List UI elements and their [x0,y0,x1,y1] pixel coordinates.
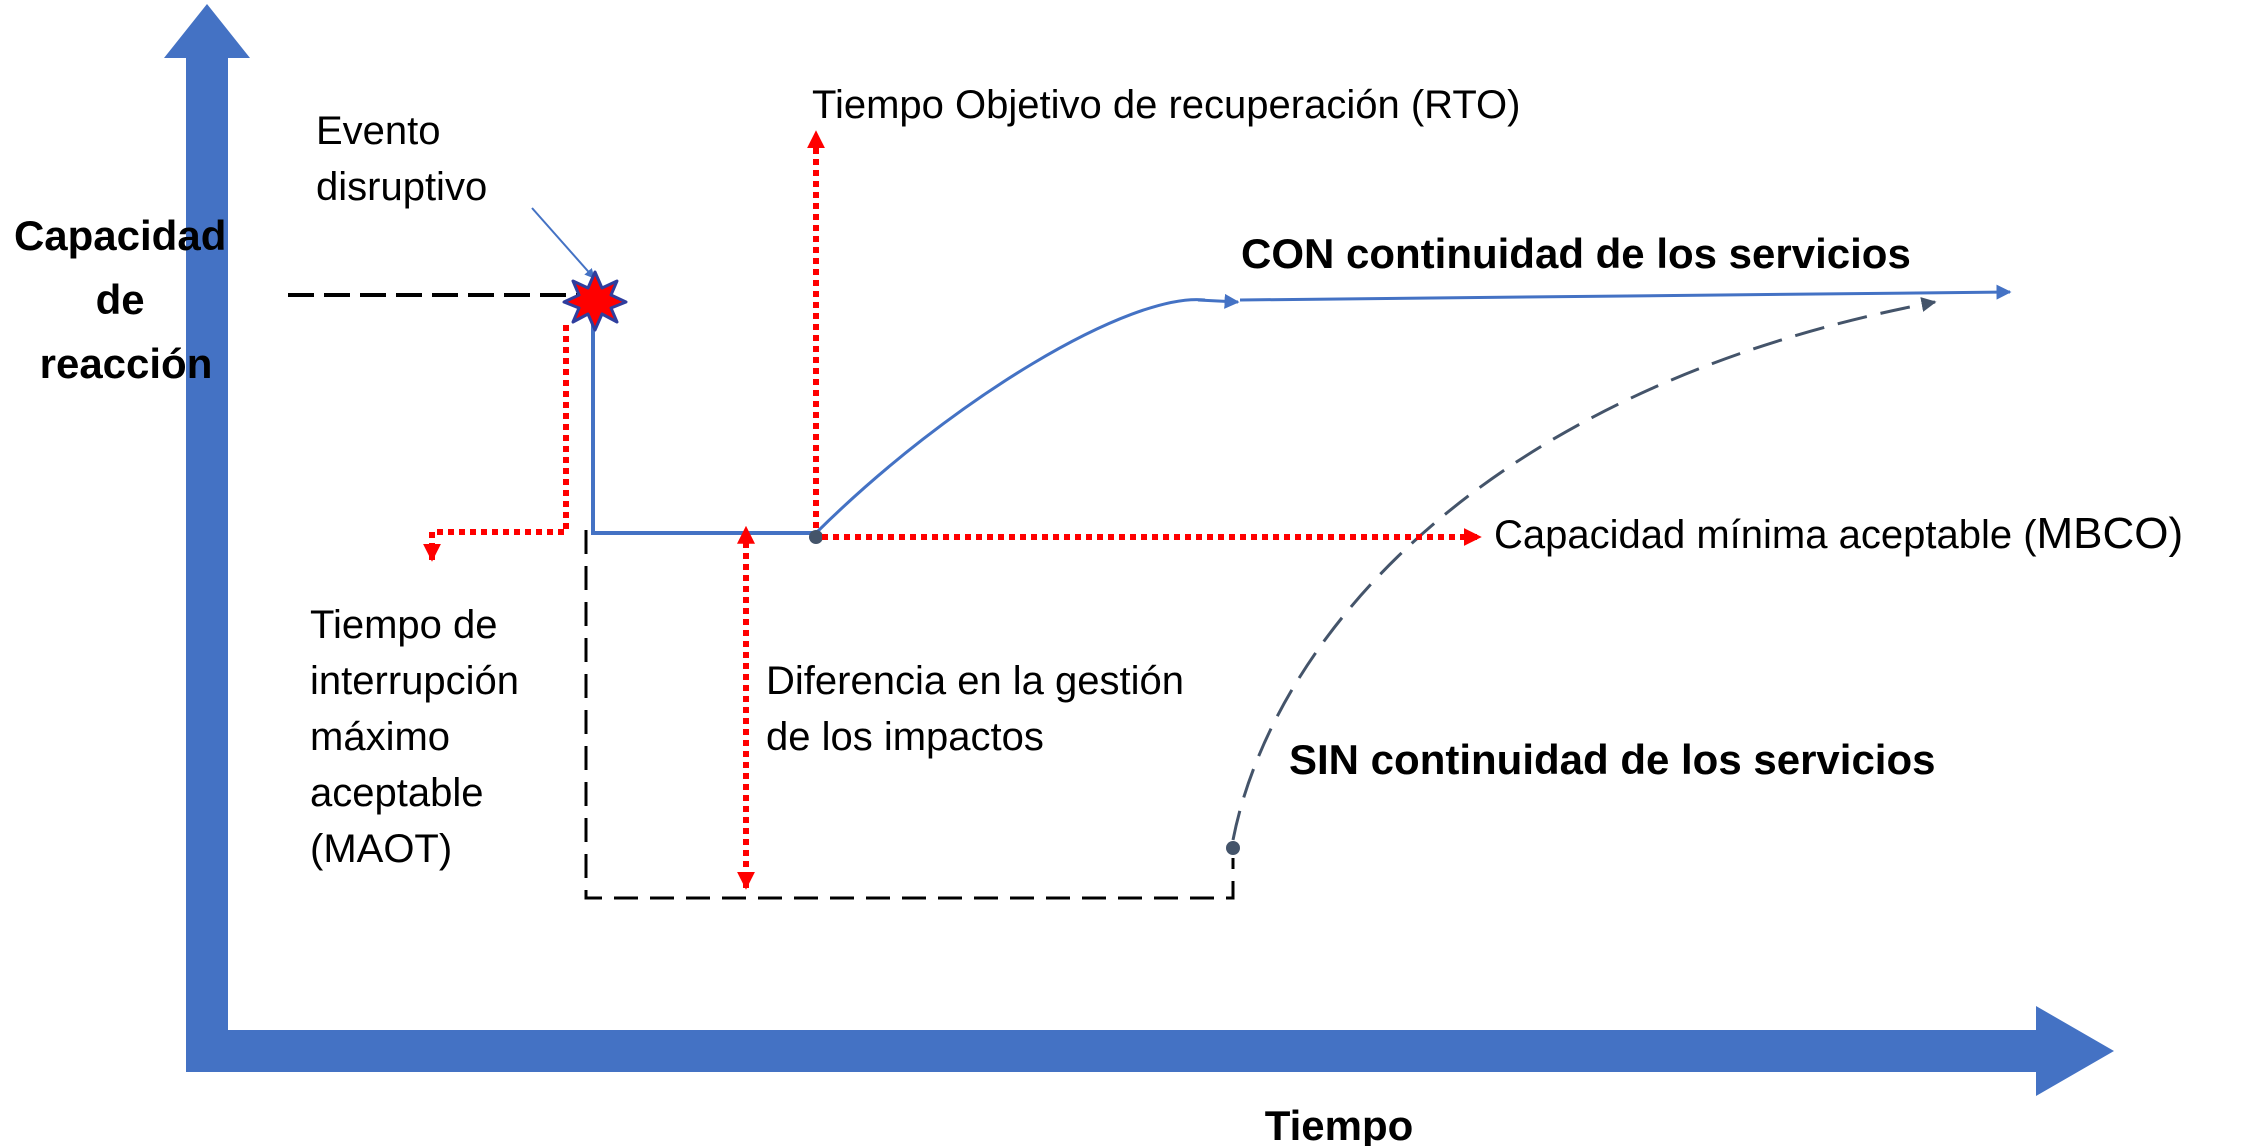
con-recovery-curve [814,298,1206,535]
con-drop-line [591,305,813,535]
x-axis-label: Tiempo [1265,1102,1414,1146]
sin-drop-dashed-line [584,530,1235,900]
mbco-label: Capacidad mínima aceptable (MBCO) [1494,509,2183,558]
mbco-label-suffix: MBCO) [2037,509,2184,558]
evento-pointer-line [531,207,595,279]
mbco-label-prefix: Capacidad mínima aceptable ( [1494,513,2037,557]
event-burst-icon [562,270,628,332]
axes [164,4,2114,1096]
y-axis-arrow [164,4,250,1072]
con-label: CON continuidad de los servicios [1241,230,1911,277]
sin-recovery-curve [1231,297,1937,841]
sin-label: SIN continuidad de los servicios [1289,736,1936,783]
y-axis-label: Capacidad de reacción [14,212,238,387]
con-continuation-line [1239,284,2012,302]
rto-label: Tiempo Objetivo de recuperación (RTO) [812,83,1520,127]
evento-label: Evento disruptivo [316,109,487,209]
sin-start-point [1226,841,1240,855]
maot-arrow [423,325,569,562]
diferencia-label: Diferencia en la gestión de los impactos [766,659,1195,759]
con-arrow-head [1197,293,1240,309]
con-rto-point [809,530,823,544]
x-axis-arrow [186,1006,2114,1096]
maot-label: Tiempo de interrupción máximo aceptable … [310,603,530,871]
